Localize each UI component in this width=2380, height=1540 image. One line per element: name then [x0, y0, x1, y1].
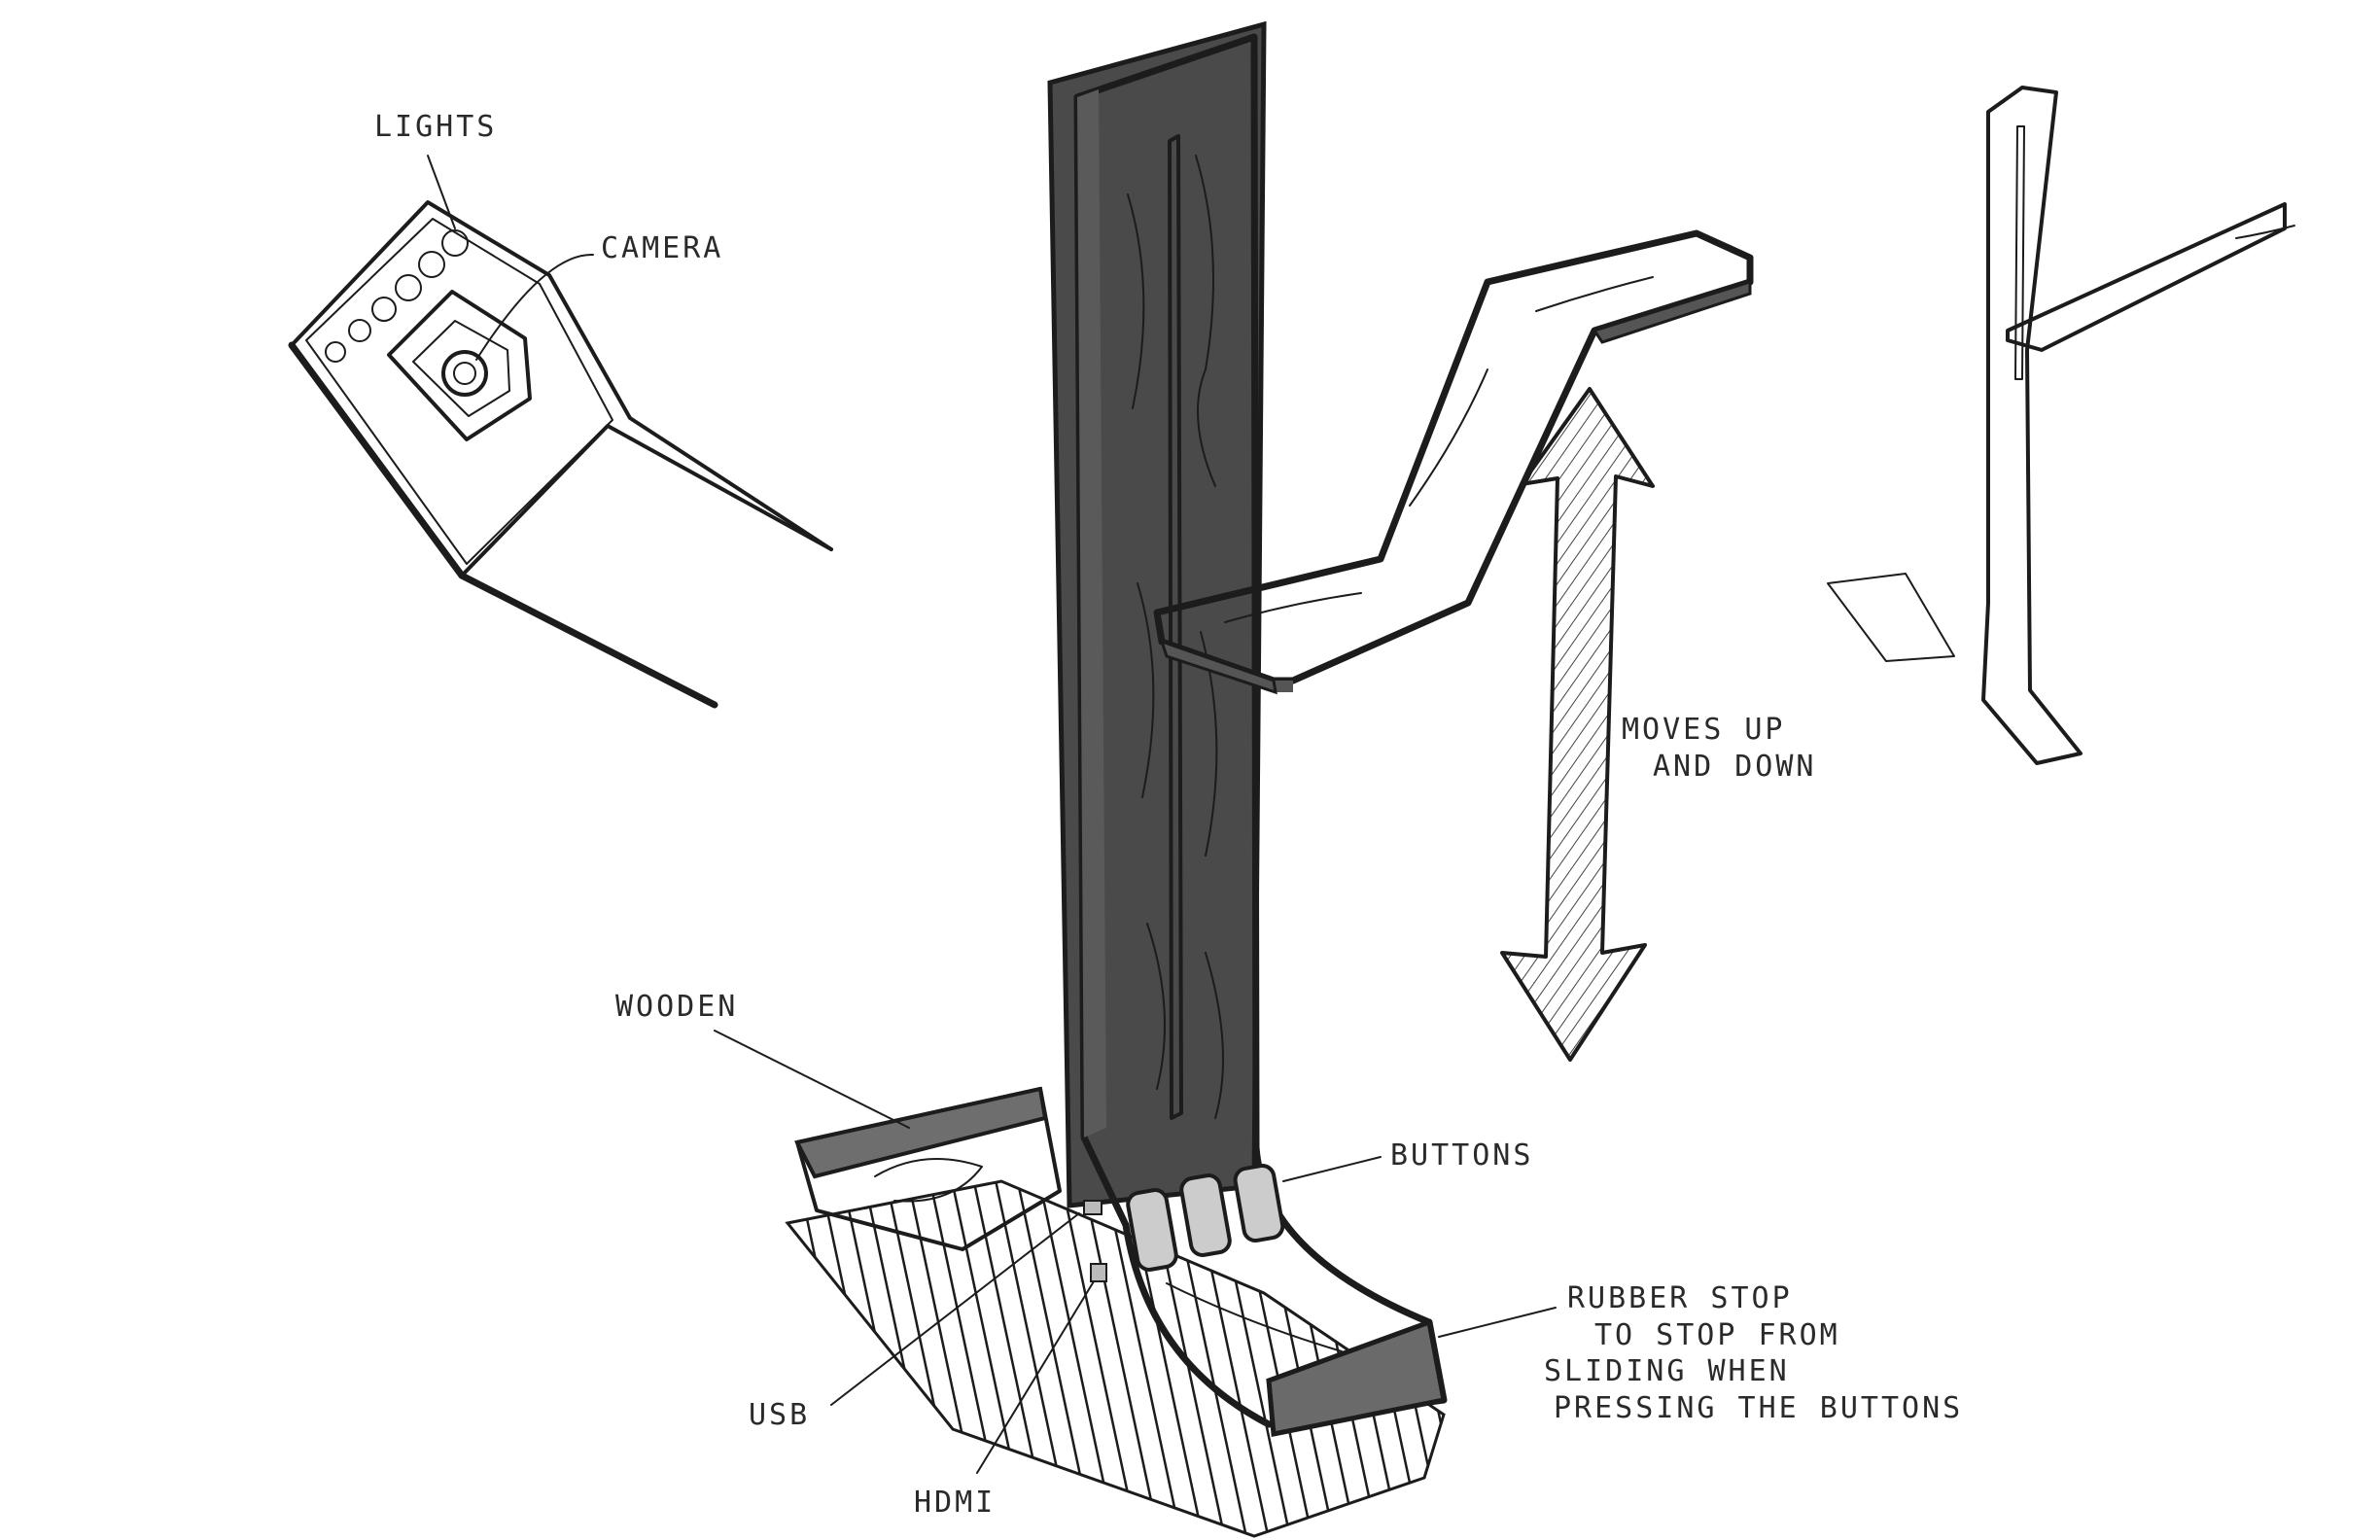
button-3: [1233, 1164, 1285, 1243]
lights-leader: [427, 155, 456, 229]
moves-label-line1: MOVES UP: [1622, 713, 1786, 747]
slider-track: [1168, 134, 1183, 1120]
side-view-sketch: [1827, 86, 2295, 765]
rubber-label-line4: PRESSING THE BUTTONS: [1554, 1391, 1963, 1425]
rubber-label-line2: TO STOP FROM: [1594, 1318, 1840, 1352]
camera-detail-sketch: [288, 200, 833, 709]
lights-label: LIGHTS: [374, 110, 497, 144]
rubber-label-line1: RUBBER STOP: [1567, 1281, 1793, 1315]
hdmi-label: HDMI: [914, 1486, 996, 1520]
button-2: [1179, 1173, 1232, 1257]
rubber-label-line3: SLIDING WHEN: [1544, 1354, 1790, 1388]
main-stand-sketch: [785, 20, 1754, 1538]
camera-leader: [475, 253, 594, 361]
buttons-group: [1126, 1164, 1285, 1272]
moves-label-line2: AND DOWN: [1653, 750, 1817, 784]
usb-label: USB: [749, 1398, 810, 1432]
usb-port: [1083, 1200, 1102, 1215]
wooden-label: WOODEN: [615, 990, 738, 1024]
button-1: [1126, 1188, 1178, 1272]
hdmi-leader: [976, 1280, 1095, 1474]
rubber-stop: [1266, 1318, 1447, 1437]
lights-row: [325, 229, 469, 363]
buttons-label: BUTTONS: [1390, 1138, 1533, 1172]
rubber-leader: [1438, 1307, 1557, 1338]
hdmi-port: [1090, 1263, 1107, 1282]
wooden-leader: [714, 1030, 910, 1129]
camera-label: CAMERA: [601, 231, 723, 265]
buttons-leader: [1282, 1156, 1382, 1182]
camera-module: [387, 290, 532, 441]
usb-leader: [830, 1212, 1080, 1406]
up-down-arrow: [1500, 387, 1655, 1062]
